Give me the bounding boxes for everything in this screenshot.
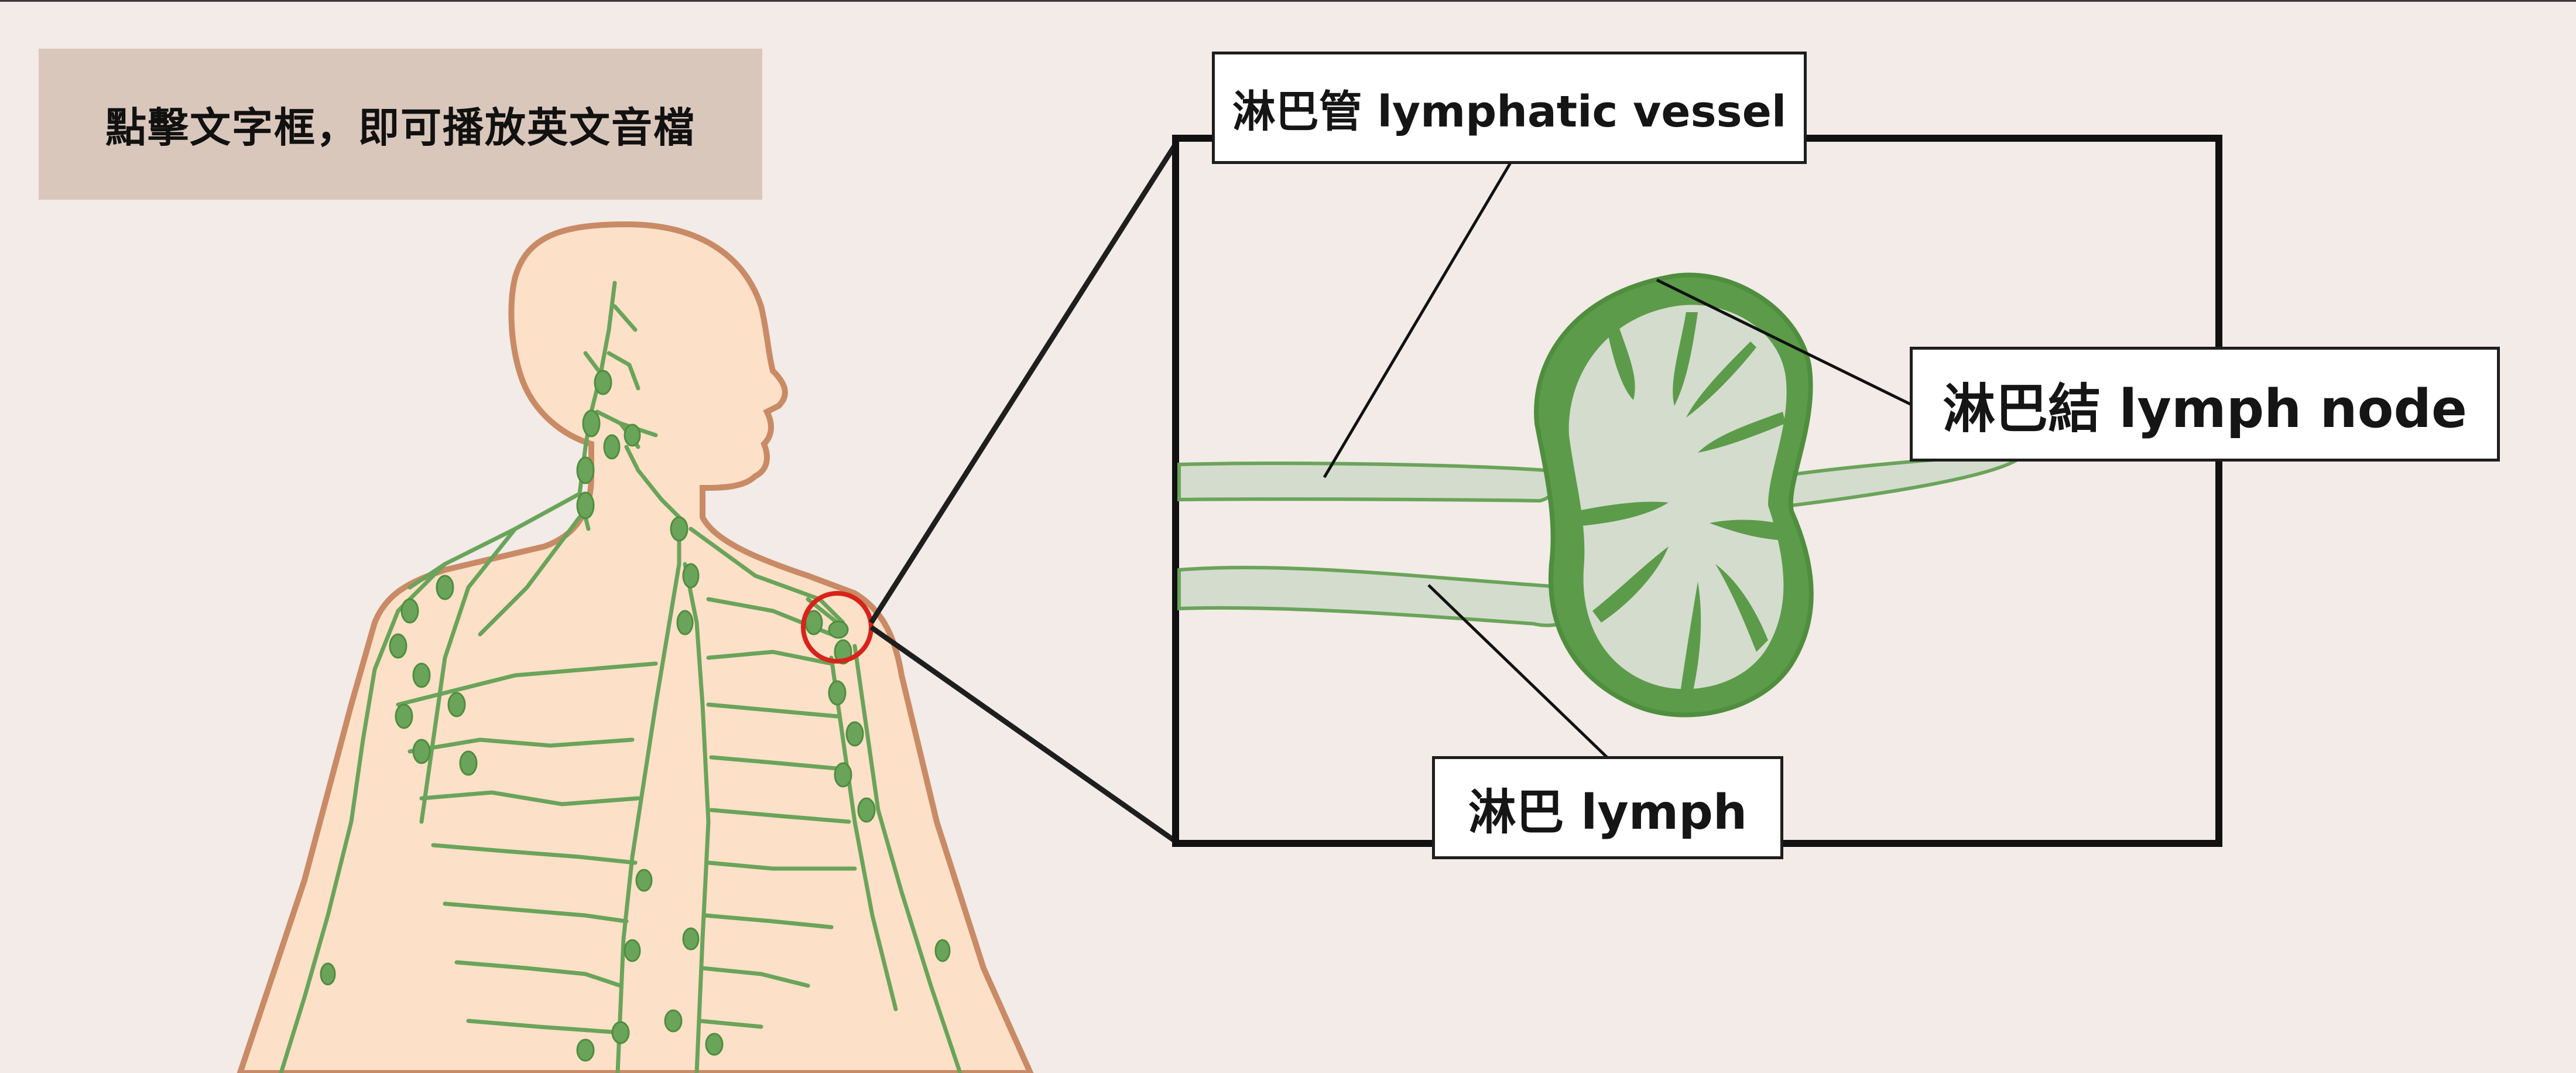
lymph-nodes [320, 370, 951, 1062]
lymphatic-vessel-label-button[interactable]: 淋巴管 lymphatic vessel [1212, 52, 1807, 164]
lymph-label-button[interactable]: 淋巴 lymph [1432, 756, 1783, 859]
zoom-connector-upper [869, 141, 1179, 624]
lymph-node-label-button[interactable]: 淋巴結 lymph node [1910, 347, 2500, 462]
audio-instruction-banner: 點擊文字框，即可播放英文音檔 [39, 49, 762, 200]
leader-line-node [1656, 278, 1913, 406]
lymph-node-trabeculae [1575, 312, 1791, 696]
incoming-vessel-upper [1177, 462, 1560, 503]
zoom-connector-lower [869, 625, 1179, 845]
leader-line-vessel [1323, 162, 1512, 479]
leader-line-lymph [1427, 584, 1608, 758]
lymphatic-network [279, 281, 962, 1073]
